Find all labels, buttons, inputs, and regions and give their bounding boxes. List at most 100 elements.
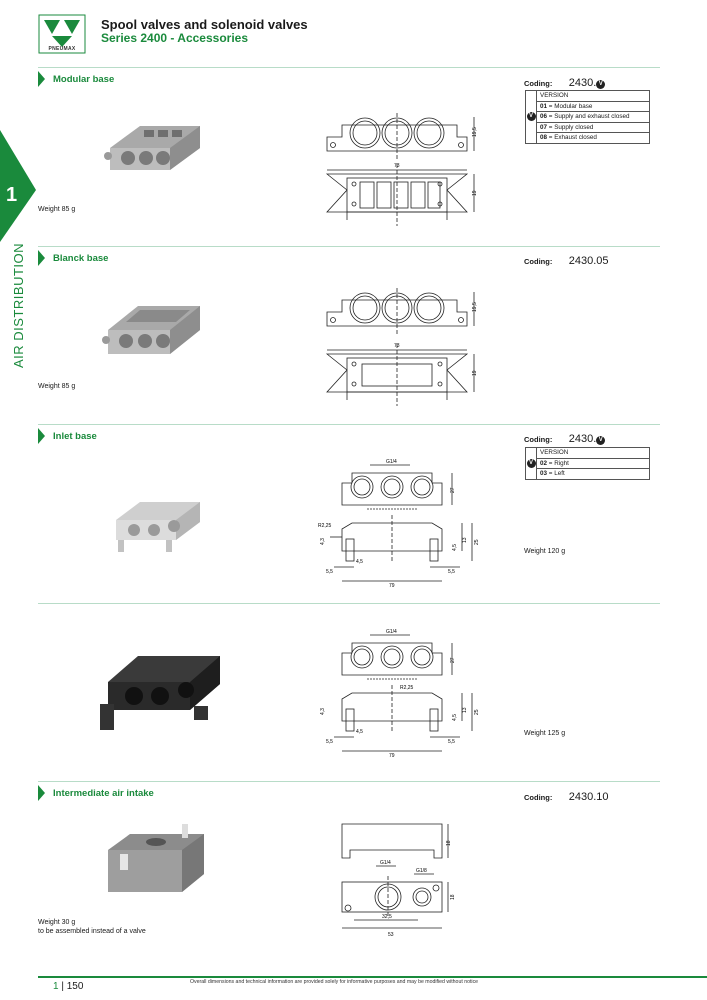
dimension-label: 4,5 bbox=[356, 559, 363, 565]
section-divider bbox=[38, 246, 660, 247]
dimension-label: 79 bbox=[389, 753, 395, 757]
footer-rule bbox=[38, 976, 707, 978]
dimension-label: 5,5 bbox=[448, 569, 455, 575]
dimension-label: 19,5 bbox=[472, 302, 478, 312]
section-marker-icon bbox=[38, 250, 45, 266]
product-photo-inlet-base bbox=[116, 502, 200, 552]
dimension-label: 5,5 bbox=[448, 739, 455, 745]
dimension-label: 73 bbox=[394, 163, 400, 169]
version-header: VERSION bbox=[536, 90, 650, 102]
dimension-label: 25 bbox=[474, 709, 480, 715]
dimension-label: 4,5 bbox=[356, 729, 363, 735]
drawing-inlet-base: G1/4 27 R2,25 4,3 4,5 5,5 5,5 4,5 13 25 … bbox=[320, 629, 480, 757]
page-title: Spool valves and solenoid valves bbox=[101, 17, 308, 32]
dimension-label: 32,5 bbox=[382, 914, 392, 920]
coding: Coding: 2430.05 bbox=[524, 251, 609, 269]
dimension-label: 18 bbox=[446, 840, 452, 846]
chapter-number: 1 bbox=[6, 184, 18, 206]
section-divider bbox=[38, 67, 660, 68]
page-separator: | bbox=[61, 981, 64, 992]
dimension-label: 53 bbox=[388, 932, 394, 938]
footer-disclaimer: Overall dimensions and technical informa… bbox=[190, 979, 479, 985]
coding-value: 2430. bbox=[568, 433, 597, 445]
weight-label: Weight 85 g bbox=[38, 383, 76, 390]
section-title: Intermediate air intake bbox=[53, 788, 154, 799]
chapter-tab bbox=[0, 130, 36, 242]
page-number: 1 | 150 bbox=[53, 981, 83, 992]
dimension-label: 13 bbox=[462, 707, 468, 713]
coding: Coding: 2430.10 bbox=[524, 787, 609, 805]
weight-label: Weight 30 g bbox=[38, 919, 76, 926]
dimension-label: 13 bbox=[462, 537, 468, 543]
coding-label: Coding: bbox=[524, 79, 553, 88]
section-marker-icon bbox=[38, 71, 45, 87]
product-photo-intermediate-air-intake bbox=[108, 824, 204, 892]
dimension-label: 19 bbox=[472, 370, 478, 376]
coding-value: 2430.05 bbox=[568, 255, 609, 267]
weight-label: Weight 125 g bbox=[524, 730, 566, 737]
dimension-label: R2,25 bbox=[318, 523, 332, 529]
coding: Coding: 2430.V bbox=[524, 429, 606, 447]
page-subtitle: Series 2400 - Accessories bbox=[101, 31, 248, 45]
version-row: 01 = Modular base bbox=[536, 100, 650, 112]
logo-wordmark: PNEUMAX bbox=[48, 46, 76, 52]
pneumax-logo bbox=[38, 14, 86, 54]
drawing-inlet-base: G1/4 27 R2,25 4,3 4,5 5,5 5,5 4,5 13 25 … bbox=[318, 459, 480, 587]
product-photo-blanck-base bbox=[102, 306, 200, 354]
version-symbol: V bbox=[596, 436, 606, 445]
version-table: V VERSION 01 = Modular base 06 = Supply … bbox=[525, 90, 650, 144]
coding-value: 2430. bbox=[568, 77, 597, 89]
dimension-label: 27 bbox=[450, 487, 456, 493]
dimension-label: G1/8 bbox=[416, 868, 427, 874]
section-title: Blanck base bbox=[53, 253, 109, 264]
section-marker-icon bbox=[38, 785, 45, 801]
dimension-label: 19 bbox=[472, 190, 478, 196]
version-row: 06 = Supply and exhaust closed bbox=[536, 111, 650, 123]
coding-label: Coding: bbox=[524, 793, 553, 802]
version-symbol: V bbox=[526, 112, 536, 122]
coding: Coding: 2430.V bbox=[524, 73, 606, 91]
section-divider bbox=[38, 424, 660, 425]
version-row: 07 = Supply closed bbox=[536, 121, 650, 133]
product-photo-modular-base bbox=[104, 126, 200, 170]
dimension-label: 5,5 bbox=[326, 569, 333, 575]
version-symbol-cell: V bbox=[525, 90, 537, 144]
coding-label: Coding: bbox=[524, 435, 553, 444]
section-divider bbox=[38, 603, 660, 604]
logo-icon bbox=[38, 14, 86, 54]
section-title: Modular base bbox=[53, 74, 115, 85]
page-section: 1 bbox=[53, 981, 59, 992]
version-symbol: V bbox=[526, 458, 536, 468]
version-symbol: V bbox=[596, 80, 606, 89]
section-title: Inlet base bbox=[53, 431, 97, 442]
drawing-front-view: 19,5 bbox=[326, 288, 478, 336]
dimension-label: G1/4 bbox=[380, 860, 391, 866]
dimension-label: 25 bbox=[474, 539, 480, 545]
dimension-label: R2,25 bbox=[400, 685, 414, 691]
version-header: VERSION bbox=[536, 447, 650, 459]
dimension-label: 27 bbox=[450, 657, 456, 663]
drawing-intermediate-air-intake: 18 G1/4 G1/8 18 32,5 53 bbox=[341, 823, 456, 938]
dimension-label: 4,3 bbox=[320, 538, 326, 545]
section-marker-icon bbox=[38, 428, 45, 444]
coding-label: Coding: bbox=[524, 257, 553, 266]
version-row: 02 = Right bbox=[536, 457, 650, 469]
dimension-label: 79 bbox=[389, 583, 395, 587]
version-row: 03 = Left bbox=[536, 468, 650, 480]
weight-label: Weight 120 g bbox=[524, 548, 566, 555]
dimension-label: 5,5 bbox=[326, 739, 333, 745]
assembly-note: to be assembled instead of a valve bbox=[38, 928, 146, 935]
version-symbol-cell: V bbox=[525, 447, 537, 480]
drawing-top-view: 73 19 bbox=[325, 163, 478, 226]
dimension-label: G1/4 bbox=[386, 459, 397, 465]
drawing-front-view: 19,5 bbox=[326, 113, 478, 161]
dimension-label: 4,5 bbox=[452, 544, 458, 551]
product-photo-inlet-base-black bbox=[100, 656, 220, 730]
dimension-label: 73 bbox=[394, 343, 400, 349]
section-divider bbox=[38, 781, 660, 782]
dimension-label: G1/4 bbox=[386, 629, 397, 635]
page-number-value: 150 bbox=[66, 981, 84, 992]
chapter-label: AIR DISTRIBUTION bbox=[11, 242, 26, 368]
dimension-label: 18 bbox=[450, 894, 456, 900]
version-table: V VERSION 02 = Right 03 = Left bbox=[525, 447, 650, 480]
